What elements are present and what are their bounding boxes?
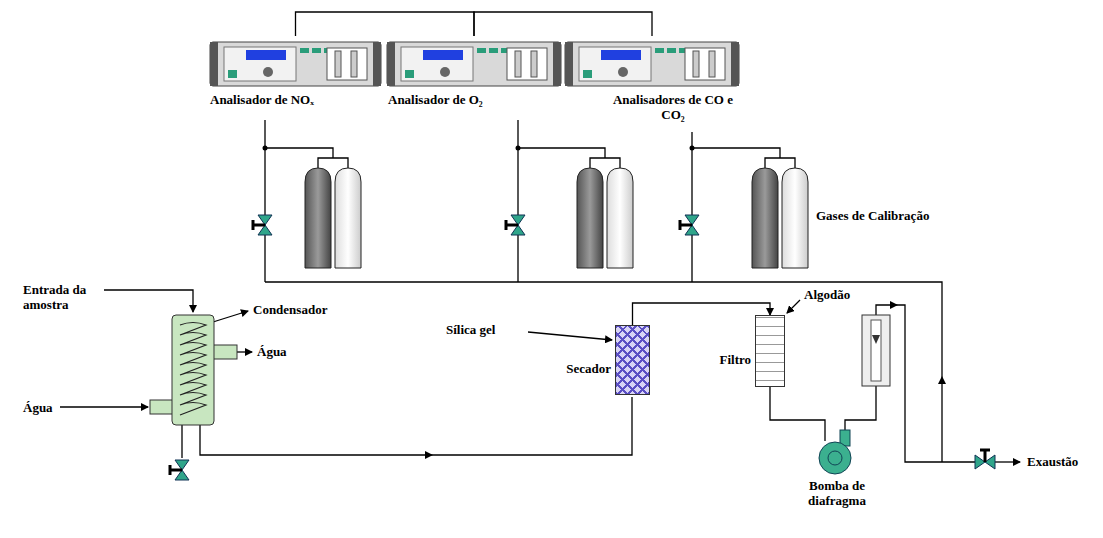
cylinder-dark bbox=[305, 168, 331, 268]
valve-symbol bbox=[253, 215, 272, 235]
connector bbox=[474, 12, 652, 36]
cylinder-dark bbox=[752, 168, 778, 268]
sample-line bbox=[265, 120, 942, 462]
leader-line bbox=[787, 300, 800, 313]
sample-line bbox=[845, 386, 876, 430]
flow-arrows bbox=[425, 301, 946, 459]
pump-body bbox=[828, 451, 842, 465]
leader-line bbox=[528, 332, 612, 340]
rotameter-body bbox=[862, 315, 890, 386]
flow-arrow bbox=[938, 376, 946, 384]
valve-symbol bbox=[506, 215, 525, 235]
rotameter-tube bbox=[871, 320, 881, 381]
part-label: Água bbox=[256, 344, 288, 359]
sample-line bbox=[200, 397, 632, 455]
part-label: Bomba de diafragma bbox=[800, 478, 874, 508]
part-label: Água bbox=[22, 400, 54, 415]
node-label: Analisador de NOₓ bbox=[210, 92, 383, 107]
junction-dot bbox=[263, 146, 268, 151]
part-label: Sílica gel bbox=[445, 322, 496, 337]
cylinder-dark bbox=[577, 168, 603, 268]
rotameter bbox=[862, 315, 890, 386]
column-unit: Secador bbox=[566, 325, 650, 395]
flow-arrow bbox=[425, 451, 433, 459]
part-label: Entrada da amostra bbox=[22, 282, 104, 312]
connector bbox=[633, 303, 771, 325]
node-label: Analisador de O₂ bbox=[388, 92, 563, 107]
cylinder-light bbox=[782, 168, 808, 268]
cylinder-light bbox=[607, 168, 633, 268]
analyzer-device bbox=[208, 36, 383, 92]
drain-line bbox=[181, 425, 182, 458]
water-pipe bbox=[150, 400, 173, 414]
connector bbox=[296, 12, 475, 36]
analyzer-unit: Analisador de NOₓ bbox=[208, 36, 383, 107]
valves bbox=[170, 215, 995, 480]
sample-line bbox=[770, 387, 825, 441]
gas-lines bbox=[60, 120, 1020, 462]
diaphragm-pump bbox=[819, 430, 851, 474]
node-label: Filtro bbox=[719, 352, 751, 367]
part-label: Algodão bbox=[803, 287, 851, 302]
part-label: Condensador bbox=[252, 302, 328, 317]
node-label: Secador bbox=[566, 361, 611, 376]
junction-dot bbox=[516, 146, 521, 151]
valve-symbol bbox=[680, 215, 699, 235]
pump-body bbox=[819, 442, 851, 474]
part-label: Gases de Calibração bbox=[815, 208, 930, 223]
flow-arrow bbox=[890, 301, 898, 309]
sample-line bbox=[876, 305, 975, 462]
rotameter-float bbox=[872, 335, 880, 344]
leader-line bbox=[213, 311, 248, 322]
junction-dot bbox=[690, 146, 695, 151]
water-arrow bbox=[237, 351, 252, 352]
column-unit: Filtro bbox=[719, 315, 785, 387]
analyzer-unit: Analisador de O₂ bbox=[385, 36, 563, 107]
condenser-body bbox=[172, 315, 214, 425]
calibration-branch bbox=[265, 148, 795, 168]
column-fill bbox=[755, 315, 785, 387]
exhaust-line bbox=[995, 461, 1020, 462]
valve-symbol bbox=[170, 460, 189, 480]
sample-line bbox=[104, 290, 193, 312]
analyzer-device bbox=[385, 36, 563, 92]
valve-symbol bbox=[975, 450, 995, 469]
part-label: Exaustão bbox=[1026, 454, 1079, 469]
junction-dots bbox=[263, 146, 695, 151]
condenser-coil bbox=[180, 323, 206, 416]
water-arrow bbox=[60, 406, 148, 407]
node-label: Analisadores de CO e CO₂ bbox=[603, 92, 743, 122]
analyzer-unit: Analisadores de CO e CO₂ bbox=[563, 36, 741, 122]
analyzer-device bbox=[563, 36, 741, 92]
water-pipe bbox=[213, 345, 237, 359]
cylinder-light bbox=[335, 168, 361, 268]
column-fill bbox=[615, 325, 650, 395]
condenser bbox=[150, 315, 237, 425]
gas-cylinders bbox=[305, 168, 808, 268]
